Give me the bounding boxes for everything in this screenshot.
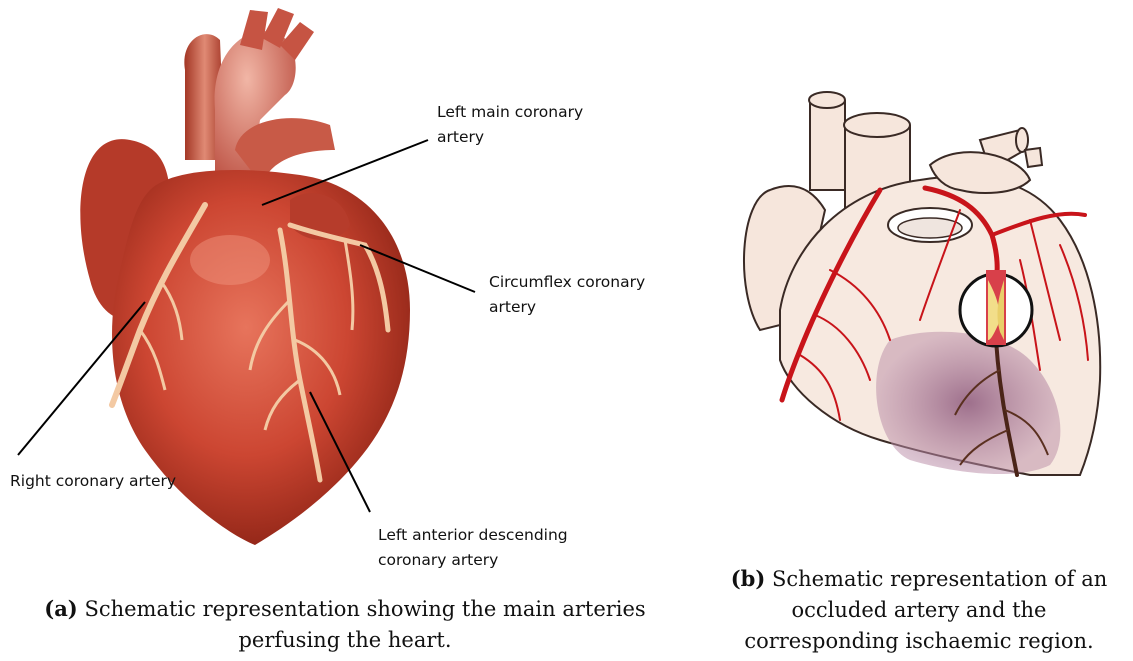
label-right-coronary-artery: Right coronary artery [10, 469, 176, 494]
label-left-main-coronary-artery: Left main coronary artery [437, 100, 583, 150]
caption-a-line1: Schematic representation showing the mai… [84, 597, 645, 621]
caption-b-tag: (b) [731, 566, 766, 591]
label-left-anterior-descending-artery: Left anterior descending coronary artery [378, 523, 568, 573]
caption-b-line3: corresponding ischaemic region. [705, 626, 1133, 657]
caption-a: (a) Schematic representation showing the… [0, 593, 690, 656]
occluded-artery-schematic [730, 70, 1115, 485]
caption-a-line2: perfusing the heart. [0, 625, 690, 656]
caption-b-line1: Schematic representation of an [772, 567, 1107, 591]
label-circumflex-coronary-artery: Circumflex coronary artery [489, 270, 645, 320]
caption-b: (b) Schematic representation of an occlu… [705, 563, 1133, 657]
caption-b-line2: occluded artery and the [705, 595, 1133, 626]
caption-a-tag: (a) [44, 596, 77, 621]
